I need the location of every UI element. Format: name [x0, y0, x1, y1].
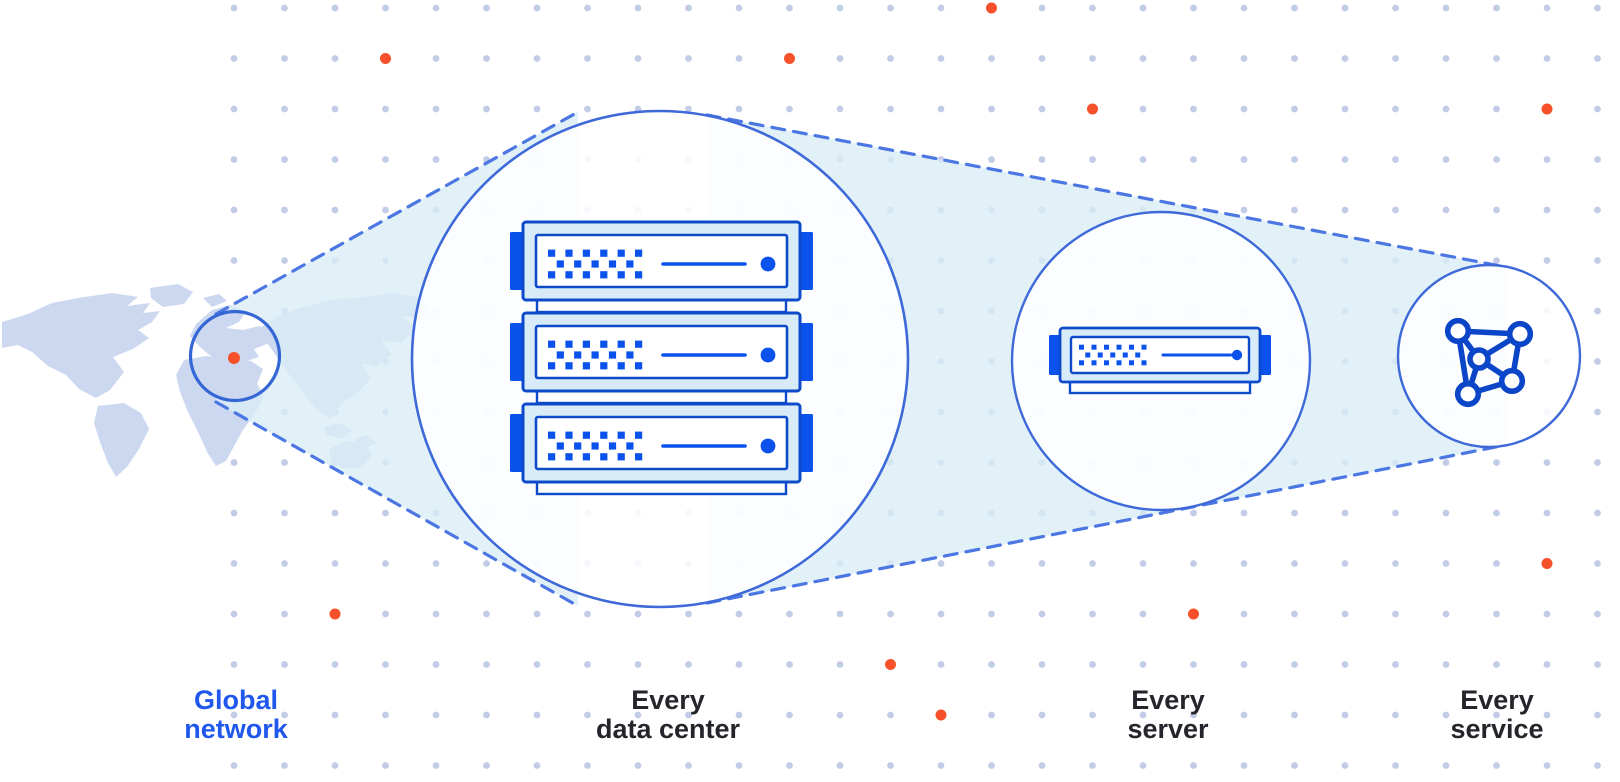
caption-every-server: Every server [1038, 686, 1298, 744]
mesh-node [1444, 317, 1472, 345]
server-stack-icon [510, 220, 813, 496]
caption-line1: Every [1131, 685, 1205, 715]
location-dot-icon [228, 352, 240, 364]
mesh-node [1467, 347, 1491, 371]
led-matrix [548, 249, 643, 279]
caption-every-service: Every service [1367, 686, 1620, 744]
mesh-node [1454, 380, 1482, 408]
tangent-line-lower-left [214, 400, 580, 608]
network-mesh-icon [1444, 317, 1534, 408]
power-led [760, 347, 776, 363]
caption-line1: Global [193, 685, 278, 715]
data-center-circle [410, 109, 910, 609]
tangent-line-lower-right [705, 443, 1508, 605]
mesh-node [1498, 367, 1526, 395]
power-led [1231, 349, 1243, 361]
server-unit [510, 311, 813, 405]
caption-line2: data center [595, 714, 741, 744]
caption-global-network: Global network [106, 686, 366, 744]
caption-line2: service [1450, 714, 1544, 744]
caption-line1: Every [631, 685, 705, 715]
led-matrix [1079, 344, 1147, 366]
tangent-line-upper-right [705, 113, 1508, 269]
led-matrix [548, 431, 643, 461]
mesh-node [1506, 320, 1534, 348]
caption-every-data-center: Every data center [538, 686, 798, 744]
zoom-dashed-lines [214, 110, 1508, 608]
caption-line2: network [184, 714, 288, 744]
map-highlight-circle [188, 309, 282, 403]
power-led [760, 256, 776, 272]
caption-line1: Every [1460, 685, 1534, 715]
server-unit [510, 220, 813, 314]
power-led [760, 438, 776, 454]
service-circle [1396, 263, 1582, 449]
led-matrix [548, 340, 643, 370]
server-circle [1010, 210, 1312, 512]
server-icon [1049, 326, 1271, 395]
caption-line2: server [1127, 714, 1209, 744]
server-unit [510, 402, 813, 496]
tangent-line-upper-left [214, 110, 580, 316]
